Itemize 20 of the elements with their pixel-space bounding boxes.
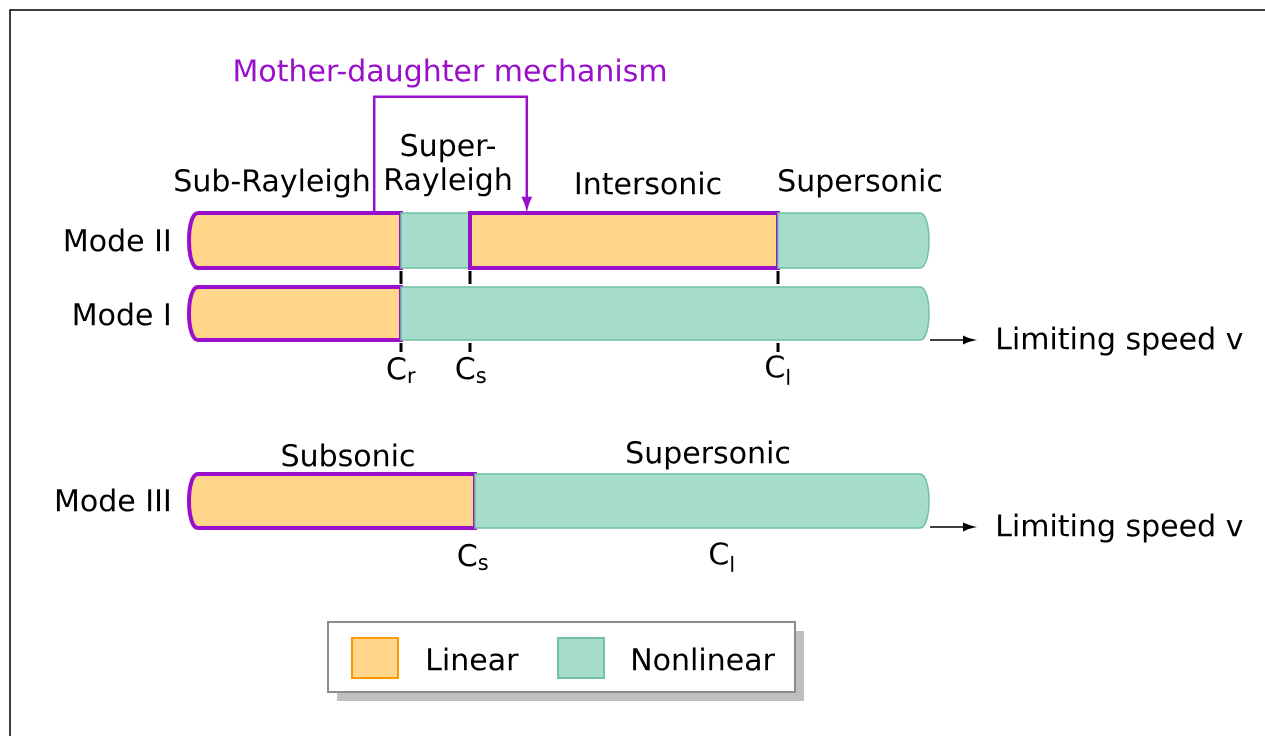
edge-label: Mother-daughter mechanism	[230, 56, 670, 90]
legend-label: Nonlinear	[633, 647, 775, 671]
segment-heading: Supersonic	[627, 440, 790, 470]
axis-label: Limiting speed v	[998, 326, 1243, 356]
segment-heading: Subsonic	[282, 443, 414, 467]
bar-segment	[400, 286, 930, 341]
bar-segment	[187, 285, 403, 342]
segment-heading: Intersonic	[576, 171, 721, 195]
speed-label: C$_{l}$	[766, 355, 790, 385]
speed-label: C$_{r}$	[387, 357, 416, 383]
speed-label: C$_{s}$	[456, 356, 486, 384]
segment-heading: Supersonic	[779, 168, 942, 198]
speed-label: C$_{s}$	[458, 543, 488, 571]
legend-label: Linear	[428, 647, 519, 671]
segment-heading: Sub-Rayleigh	[175, 168, 369, 198]
row-label: Mode I	[74, 302, 169, 326]
row-label: Mode II	[65, 228, 169, 252]
arrow	[372, 95, 532, 213]
axis-label: Limiting speed v	[998, 513, 1243, 543]
segment-heading: Super- Rayleigh	[386, 133, 511, 197]
